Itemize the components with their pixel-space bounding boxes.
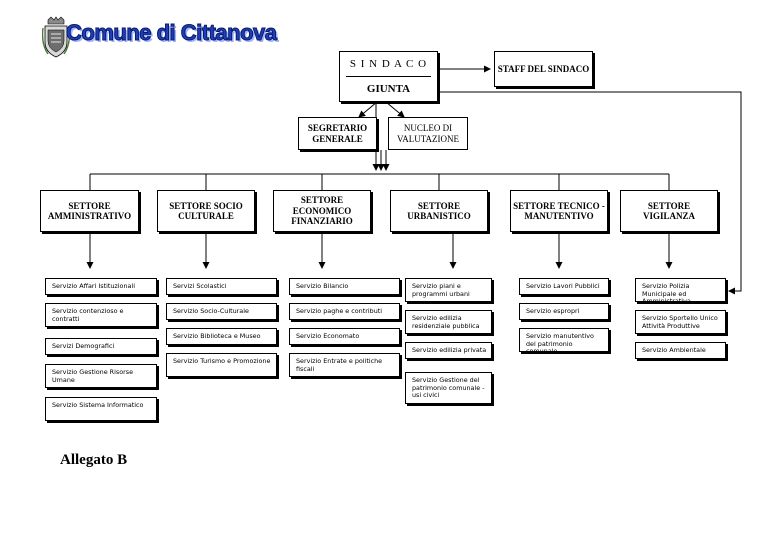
sindaco-divider xyxy=(346,76,431,77)
service-box: Servizio Ambientale xyxy=(635,342,726,359)
service-box: Servizio Sportello Unico Attività Produt… xyxy=(635,310,726,334)
service-box: Servizio Biblioteca e Museo xyxy=(166,328,277,345)
service-box: Servizio Socio-Culturale xyxy=(166,303,277,320)
staff-sindaco-box: STAFF DEL SINDACO xyxy=(494,51,593,87)
sector-economico-finanziario: SETTORE ECONOMICO FINANZIARIO xyxy=(273,190,371,232)
link-giunta-polizia xyxy=(438,91,742,295)
service-box: Servizio Polizia Municipale ed Amministr… xyxy=(635,278,726,302)
service-box: Servizio piani e programmi urbani xyxy=(405,278,492,302)
municipality-logo-text: Comune di Cittanova xyxy=(66,20,278,46)
service-box: Servizio edilizia privata xyxy=(405,342,492,359)
service-box: Servizio manutentivo del patrimonio comu… xyxy=(519,328,609,352)
service-box: Servizio Gestione del patrimonio comunal… xyxy=(405,372,492,404)
sindaco-label: S I N D A C O xyxy=(349,58,428,70)
service-box: Servizio Economato xyxy=(289,328,400,345)
sector-amministrativo: SETTORE AMMINISTRATIVO xyxy=(40,190,139,232)
giunta-label: GIUNTA xyxy=(366,83,411,95)
attachment-label: Allegato B xyxy=(60,452,128,468)
sindaco-giunta-box: S I N D A C O GIUNTA xyxy=(339,51,438,102)
service-box: Servizio Affari Istituzionali xyxy=(45,278,157,295)
service-box: Servizio Sistema Informatico xyxy=(45,397,157,421)
segretario-generale-box: SEGRETARIO GENERALE xyxy=(298,117,377,150)
sector-vigilanza: SETTORE VIGILANZA xyxy=(620,190,718,232)
service-box: Servizio Lavori Pubblici xyxy=(519,278,609,295)
coat-of-arms-icon xyxy=(42,16,70,58)
sector-tecnico-manutentivo: SETTORE TECNICO - MANUTENTIVO xyxy=(510,190,608,232)
service-box: Servizi Scolastici xyxy=(166,278,277,295)
sector-urbanistico: SETTORE URBANISTICO xyxy=(390,190,488,232)
link-giunta-segretario xyxy=(358,101,378,118)
link-giunta-nucleo xyxy=(385,101,405,118)
service-box: Servizio espropri xyxy=(519,303,609,320)
sector-socio-culturale: SETTORE SOCIO CULTURALE xyxy=(157,190,255,232)
service-box: Servizio contenzioso e contratti xyxy=(45,303,157,327)
service-box: Servizi Demografici xyxy=(45,338,157,355)
service-box: Servizio edilizia residenziale pubblica xyxy=(405,310,492,334)
service-box: Servizio Entrate e politiche fiscali xyxy=(289,353,400,377)
service-box: Servizio Gestione Risorse Umane xyxy=(45,364,157,388)
service-box: Servizio Turismo e Promozione xyxy=(166,353,277,377)
nucleo-valutazione-box: NUCLEO DI VALUTAZIONE xyxy=(388,117,468,150)
service-box: Servizio Bilancio xyxy=(289,278,400,295)
service-box: Servizio paghe e contributi xyxy=(289,303,400,320)
